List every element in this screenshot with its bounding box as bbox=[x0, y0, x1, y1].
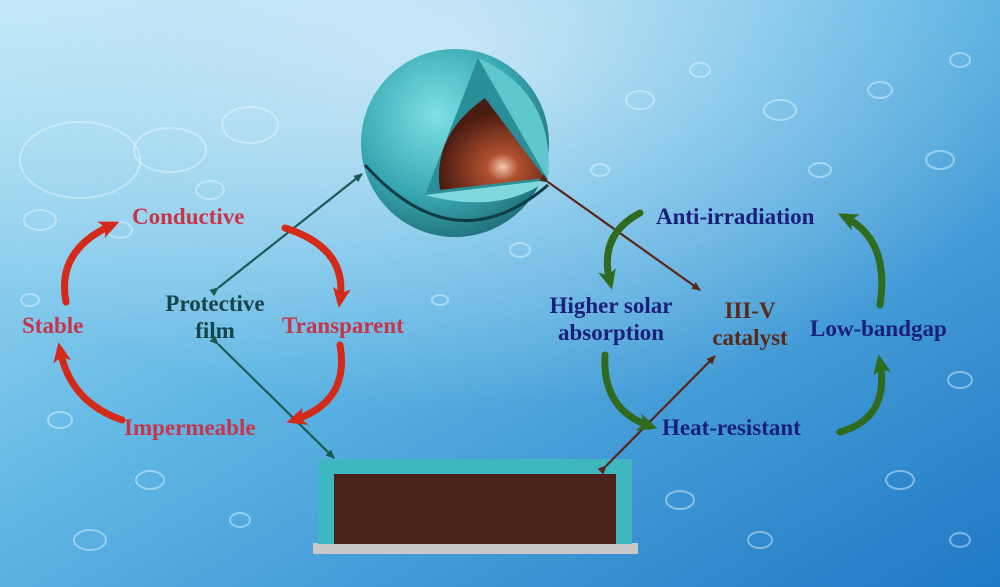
higher-solar-line1: Higher solar bbox=[549, 293, 673, 318]
label-anti-irradiation: Anti-irradiation bbox=[656, 204, 815, 229]
catalyst-line2: catalyst bbox=[712, 325, 788, 350]
label-stable: Stable bbox=[22, 313, 84, 338]
catalyst-line1: III-V bbox=[724, 298, 776, 323]
arrow-anti-irradiation-to-higher-solar bbox=[598, 209, 644, 290]
core-section bbox=[438, 98, 545, 190]
planar-electrode bbox=[313, 459, 638, 554]
label-transparent: Transparent bbox=[282, 313, 404, 338]
arrow-low-bandgap-to-anti-irradiation bbox=[837, 213, 886, 309]
label-catalyst: III-V catalyst bbox=[690, 297, 810, 351]
arrow-impermeable-to-stable bbox=[53, 342, 126, 424]
protective-film-line2: film bbox=[195, 318, 235, 343]
protective-film-line1: Protective bbox=[165, 291, 265, 316]
label-protective-film: Protective film bbox=[150, 290, 280, 344]
red-cycle-arrows bbox=[53, 221, 351, 425]
catalyst-layer bbox=[334, 474, 616, 544]
label-low-bandgap: Low-bandgap bbox=[810, 316, 947, 341]
green-cycle-arrows bbox=[598, 209, 891, 436]
label-heat-resistant: Heat-resistant bbox=[662, 415, 801, 440]
label-impermeable: Impermeable bbox=[124, 415, 256, 440]
label-higher-solar-absorption: Higher solar absorption bbox=[526, 292, 696, 346]
arrow-conductive-to-transparent bbox=[281, 224, 351, 308]
higher-solar-line2: absorption bbox=[557, 320, 665, 345]
arrow-stable-to-conductive bbox=[61, 221, 120, 306]
connector-arrows bbox=[209, 173, 716, 475]
arrow-transparent-to-impermeable bbox=[286, 341, 345, 425]
label-conductive: Conductive bbox=[132, 204, 245, 229]
arrow-higher-solar-to-heat-resistant bbox=[601, 351, 658, 431]
arrow-heat-resistant-to-low-bandgap bbox=[836, 354, 891, 436]
core-shell-sphere bbox=[361, 49, 549, 237]
